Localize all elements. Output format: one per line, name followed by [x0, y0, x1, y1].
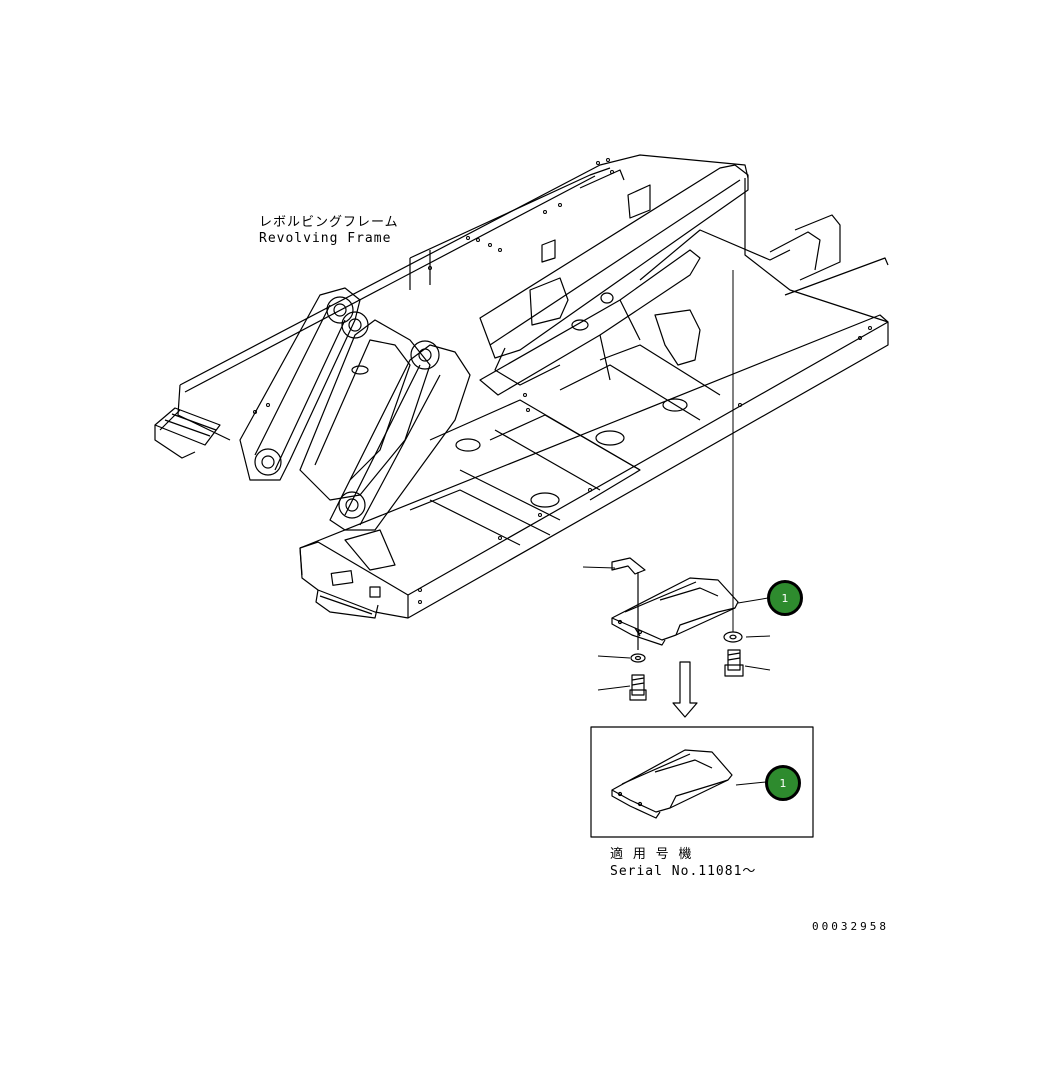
part-callout-1[interactable]: 1: [767, 580, 803, 616]
washer-right: [723, 631, 743, 643]
down-arrow-icon: [672, 661, 698, 718]
serial-label-en: Serial No.11081～: [610, 864, 757, 879]
cover-plate-exploded: [611, 577, 739, 646]
washer-left: [630, 653, 646, 663]
frame-label-jp: レボルビングフレーム: [259, 215, 399, 230]
bracket-clip: [611, 557, 646, 650]
frame-label-en: Revolving Frame: [259, 231, 392, 246]
bolt-left: [629, 674, 647, 701]
leader-lines: [582, 566, 771, 786]
inset-box: [590, 726, 814, 838]
serial-label-jp: 適 用 号 機: [610, 847, 693, 862]
cover-plate-new-version: [611, 749, 733, 819]
part-callout-1-inset[interactable]: 1: [765, 765, 801, 801]
revolving-frame: [154, 154, 889, 619]
bolt-right: [724, 649, 744, 677]
drawing-number: 00032958: [812, 920, 889, 933]
